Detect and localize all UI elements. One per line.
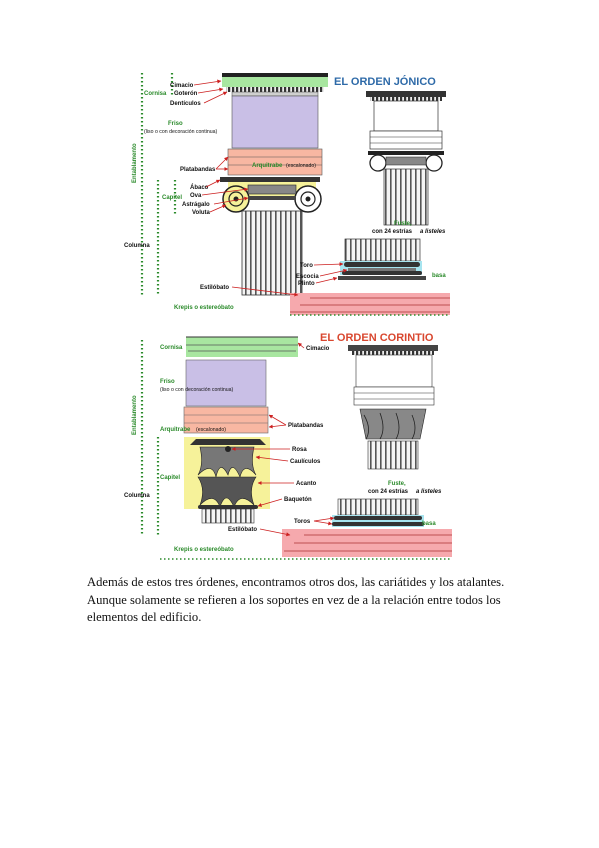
ionic-abaco-shape — [220, 177, 320, 182]
ionic-abaco-label: Ábaco — [190, 184, 209, 191]
corinthian-rosa-label: Rosa — [292, 447, 307, 453]
corinthian-toros-label: Toros — [294, 519, 311, 525]
ionic-columna-label: Columna — [124, 243, 150, 249]
body-paragraph: Además de estos tres órdenes, encontramo… — [87, 575, 505, 625]
ionic-plinto-shape — [338, 276, 426, 280]
ionic-basa-label: basa — [432, 273, 446, 279]
ionic-friso-sub-label: (liso o con decoración continua) — [144, 129, 218, 135]
orders-diagram: Entablamento Columna EL ORDEN JÓNICO — [124, 73, 452, 560]
corinthian-acanto-label: Acanto — [296, 481, 317, 487]
ionic-goteron-label: Goterón — [174, 91, 198, 97]
corinthian-cornisa-label: Cornisa — [160, 345, 183, 351]
ionic-astragalo-label: Astrágalo — [182, 202, 210, 208]
corinthian-cornisa-band — [186, 337, 298, 357]
corinthian-arquitrabe-sub-label: (escalonado) — [196, 427, 226, 433]
corinthian-acanto-shape — [197, 446, 257, 478]
ionic-cornisa-label: Cornisa — [144, 91, 167, 97]
corinthian-basa-label: basa — [422, 521, 436, 527]
corinthian-rosa-shape — [225, 446, 231, 452]
corinthian-friso-label: Friso — [160, 379, 175, 385]
ionic-fuste-label: Fuste, — [394, 221, 412, 227]
ionic-title: EL ORDEN JÓNICO — [334, 75, 436, 88]
corinthian-arquitrabe-band — [183, 406, 269, 434]
corinthian-friso-sub-label: (liso o con decoración continua) — [160, 387, 234, 393]
corinthian-estilobato-label: Estilóbato — [228, 527, 257, 533]
ionic-ova-label: Ova — [190, 193, 202, 199]
corinthian-cimacio-label: Cimacio — [306, 346, 330, 352]
ionic-entablamento-label: Entablamento — [132, 143, 138, 183]
corinthian-fuste-sub-label: con 24 estrías — [368, 489, 409, 495]
ionic-denticulos-shape — [226, 87, 324, 92]
corinthian-caulicolos-label: Caulículos — [290, 459, 321, 465]
ionic-cimacio-label: Cimacio — [170, 83, 194, 89]
corinthian-entablamento-label: Entablamento — [132, 395, 138, 435]
corinthian-baqueton-label: Baquetón — [284, 497, 312, 503]
ionic-fuste-em-label: a listeles — [420, 229, 446, 235]
corinthian-fuste-label: Fuste, — [388, 481, 406, 487]
ionic-estilobato-label: Estilóbato — [200, 285, 229, 291]
ionic-arquitrabe-label: Arquitrabe — [252, 163, 283, 169]
corinthian-fuste-em-label: a listeles — [416, 489, 442, 495]
corinthian-toros-shape — [334, 516, 422, 520]
ionic-voluta-label: Voluta — [192, 210, 211, 216]
ionic-friso-label: Friso — [168, 121, 183, 127]
ionic-denticulos-label: Dentículos — [170, 101, 201, 107]
ionic-toro-label: Toro — [300, 263, 313, 269]
corinthian-title: EL ORDEN CORINTIO — [320, 332, 434, 344]
ionic-arquitrabe-band — [227, 148, 323, 176]
ionic-order: Entablamento Columna EL ORDEN JÓNICO — [124, 73, 450, 316]
ionic-plinto-label: Plinto — [298, 281, 315, 287]
ionic-fuste-shape — [241, 210, 303, 296]
corinthian-arquitrabe-label: Arquitrabe — [160, 427, 191, 433]
orders-figure: Entablamento Columna EL ORDEN JÓNICO — [120, 65, 465, 565]
ionic-arquitrabe-sub-label: (escalonado) — [286, 163, 316, 169]
ionic-krepis-band — [290, 293, 450, 315]
ionic-fuste-sub-label: con 24 estrías — [372, 229, 413, 235]
ionic-friso-band — [231, 95, 319, 149]
corinthian-order: Entablamento Columna EL ORDEN CORINTIO — [124, 332, 452, 560]
ionic-toro-shape — [344, 262, 420, 267]
corinthian-columna-label: Columna — [124, 493, 150, 499]
corinthian-friso-band — [185, 359, 267, 407]
ionic-ova-shape — [247, 184, 297, 195]
corinthian-krepis-label: Krepis o estereóbato — [174, 547, 234, 553]
corinthian-platabandas-label: Platabandas — [288, 423, 324, 429]
corinthian-baqueton-shape — [198, 505, 258, 509]
ionic-capitel-label: Capitel — [162, 195, 182, 201]
ionic-krepis-label: Krepis o estereóbato — [174, 305, 234, 311]
ionic-platabandas-label: Platabandas — [180, 167, 216, 173]
ionic-escocia-label: Escocia — [296, 274, 319, 280]
corinthian-capitel-label: Capitel — [160, 475, 180, 481]
